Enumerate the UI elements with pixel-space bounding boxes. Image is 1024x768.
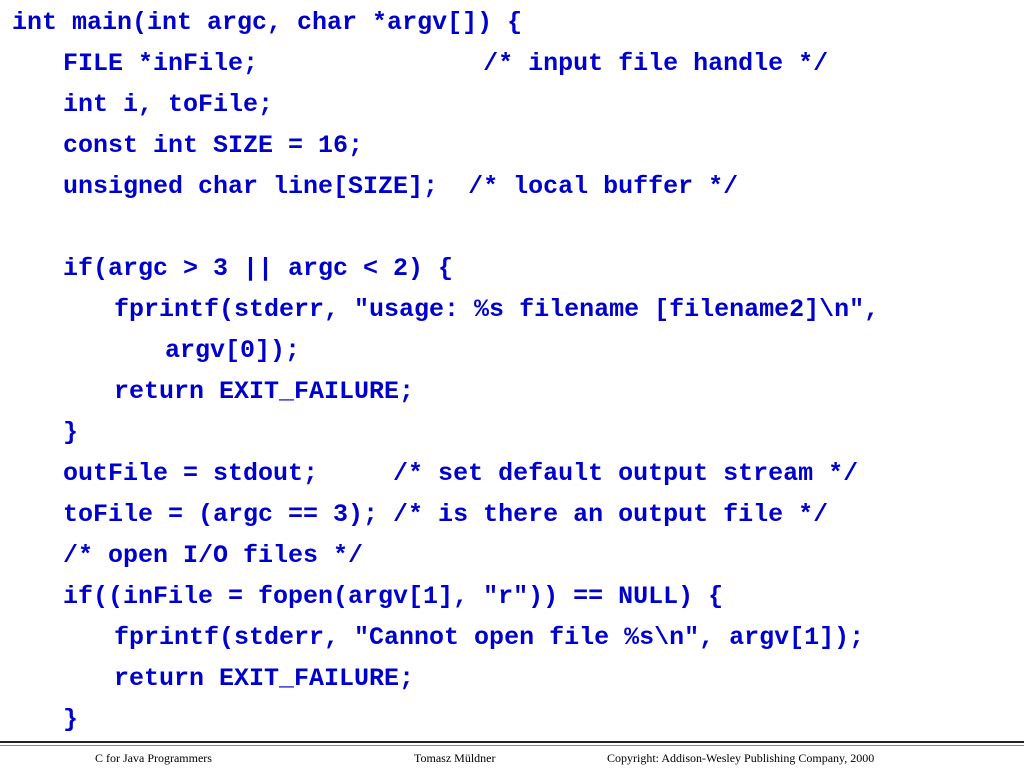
footer-course-title: C for Java Programmers <box>95 751 212 765</box>
code-line: toFile = (argc == 3); /* is there an out… <box>63 500 829 529</box>
code-line: /* open I/O files */ <box>63 541 364 570</box>
code-line: int main(int argc, char *argv[]) { <box>12 8 523 37</box>
code-line: unsigned char line[SIZE]; /* local buffe… <box>63 172 739 201</box>
code-line: fprintf(stderr, "usage: %s filename [fil… <box>114 295 880 324</box>
code-line: } <box>63 418 79 447</box>
code-line: } <box>63 705 79 734</box>
code-line: if((inFile = fopen(argv[1], "r")) == NUL… <box>63 582 724 611</box>
footer-author: Tomasz Müldner <box>414 751 496 765</box>
code-line: return EXIT_FAILURE; <box>114 377 415 406</box>
code-line: int i, toFile; <box>63 90 274 119</box>
code-line: outFile = stdout; /* set default output … <box>63 459 859 488</box>
code-line: fprintf(stderr, "Cannot open file %s\n",… <box>114 623 865 652</box>
footer-copyright: Copyright: Addison-Wesley Publishing Com… <box>607 751 875 765</box>
code-line: const int SIZE = 16; <box>63 131 364 160</box>
code-line: FILE *inFile; /* input file handle */ <box>63 49 829 78</box>
code-line: if(argc > 3 || argc < 2) { <box>63 254 454 283</box>
code-block: int main(int argc, char *argv[]) { FILE *… <box>12 8 880 734</box>
code-line: return EXIT_FAILURE; <box>114 664 415 693</box>
code-line: argv[0]); <box>165 336 301 365</box>
footer-divider <box>0 741 1024 743</box>
footer-divider-thin <box>0 745 1024 746</box>
